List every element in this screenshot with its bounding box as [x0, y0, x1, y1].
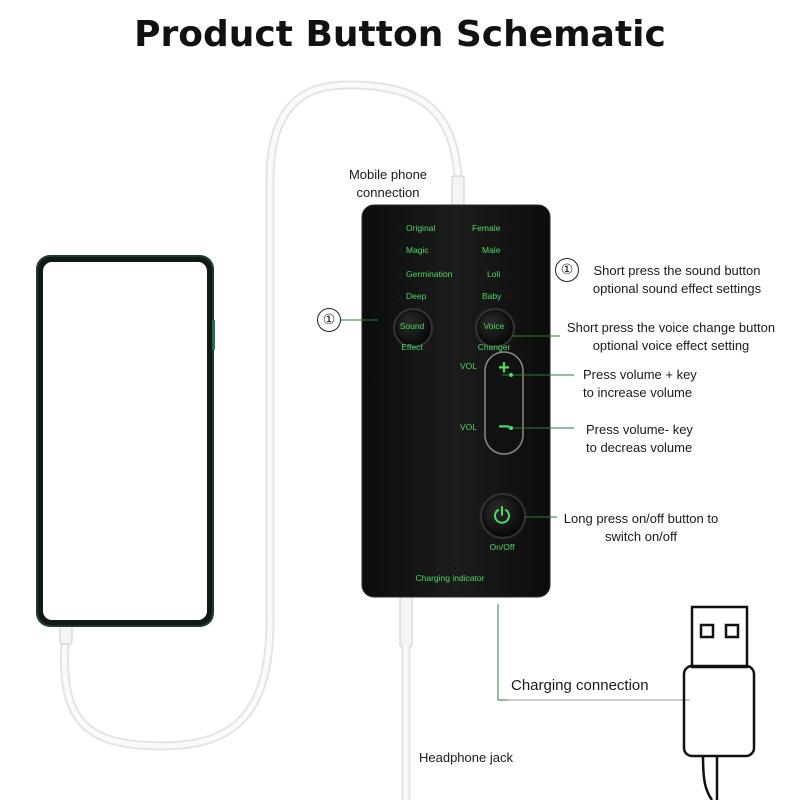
volume-up-button[interactable]: + — [498, 357, 510, 379]
effect-germination: Germination — [406, 269, 453, 279]
power-hint: Long press on/off button to switch on/of… — [563, 511, 719, 544]
led-baby — [507, 295, 511, 299]
phone-icon — [36, 255, 215, 627]
charging-connection-label: Charging connection — [511, 677, 649, 694]
mobile-phone-connection-label: Mobile phone connection — [348, 167, 428, 200]
led-female — [507, 227, 511, 231]
vol-down-label: VOL — [460, 422, 478, 432]
effect-deep: Deep — [406, 291, 427, 301]
led-loli — [507, 273, 511, 277]
marker-sound-hint: ① — [555, 258, 579, 282]
volume-down-button[interactable]: − — [498, 416, 510, 438]
callout-lines — [340, 319, 690, 701]
voice-hint: Short press the voice change button opti… — [566, 320, 776, 353]
vol-up-label: VOL — [460, 361, 478, 371]
sound-hint: Short press the sound button optional so… — [592, 263, 762, 296]
effect-original: Original — [406, 223, 436, 233]
power-label: On/Off — [489, 542, 515, 552]
effect-loli: Loli — [487, 269, 501, 279]
marker-sound: ① — [317, 308, 341, 332]
effect-male: Male — [482, 245, 501, 255]
vol-down-hint: Press volume- key to decreas volume — [586, 422, 693, 455]
led-magic — [397, 249, 401, 253]
effect-baby: Baby — [482, 291, 502, 301]
voice-button-label: Voice — [483, 321, 505, 331]
effect-button-label: Effect — [401, 342, 423, 352]
charging-indicator-label: Charging indicator — [415, 573, 485, 583]
effect-female: Female — [472, 223, 501, 233]
sound-button-label: Sound — [399, 321, 425, 331]
headphone-plug — [399, 596, 413, 648]
power-button[interactable] — [481, 494, 525, 538]
led-deep — [397, 295, 401, 299]
led-original — [397, 227, 401, 231]
vol-up-hint: Press volume + key to increase volume — [583, 367, 697, 400]
voice-changer-button[interactable] — [476, 309, 514, 347]
led-male — [507, 249, 511, 253]
effect-magic: Magic — [406, 245, 429, 255]
page-title: Product Button Schematic — [134, 14, 666, 55]
led-germination — [397, 273, 401, 277]
headphone-jack-label: Headphone jack — [419, 750, 513, 765]
usb-plug-icon — [682, 605, 756, 800]
sound-effect-button[interactable] — [394, 309, 432, 347]
charging-led — [453, 566, 457, 570]
changer-button-label: Changer — [477, 342, 511, 352]
power-icon — [494, 506, 510, 524]
